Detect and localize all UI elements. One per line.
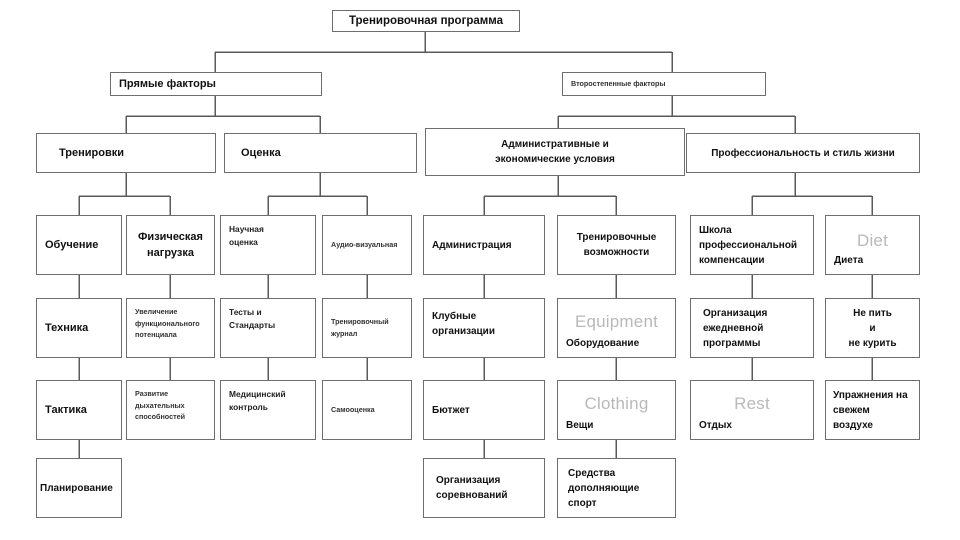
node-trainings[interactable]: Тренировки — [36, 133, 216, 173]
node-competitions-org-label: Организация соревнований — [436, 475, 508, 501]
node-diet-label: Диета — [834, 255, 864, 266]
node-sport-supplements[interactable]: Средства дополняющие спорт — [557, 458, 676, 518]
node-tactics[interactable]: Тактика — [36, 380, 122, 440]
node-breathing-dev-label: Развитие дыхательных способностей — [135, 389, 186, 422]
node-no-drink-smoke-label: Не пить и не курить — [848, 307, 897, 349]
node-diet[interactable]: Diet Диета — [825, 215, 920, 275]
node-equipment[interactable]: Equipment Оборудование — [557, 298, 676, 358]
node-equipment-ghost-label: Equipment — [574, 312, 659, 331]
node-sport-supplements-label: Средства дополняющие спорт — [568, 467, 640, 509]
node-direct-factors-label: Прямые факторы — [119, 77, 216, 90]
node-rest[interactable]: Rest Отдых — [690, 380, 814, 440]
node-trainings-label: Тренировки — [59, 146, 125, 159]
node-training-journal[interactable]: Тренировочный журнал — [322, 298, 412, 358]
node-training-journal-label: Тренировочный журнал — [331, 317, 389, 338]
node-administration[interactable]: Администрация — [423, 215, 545, 275]
node-education[interactable]: Обучение — [36, 215, 122, 275]
node-tests-standards[interactable]: Тесты и Стандарты — [220, 298, 316, 358]
node-rest-ghost-label: Rest — [734, 394, 770, 413]
node-root-label: Тренировочная программа — [348, 14, 504, 27]
node-no-drink-smoke[interactable]: Не пить и не курить — [825, 298, 920, 358]
node-clothing[interactable]: Clothing Вещи — [557, 380, 676, 440]
node-outdoor-exercise-label: Упражнения на свежем воздухе — [833, 389, 908, 431]
node-medical-control-label: Медицинский контроль — [229, 389, 286, 413]
node-tactics-label: Тактика — [45, 403, 87, 416]
node-planning[interactable]: Планирование — [36, 458, 122, 518]
node-scientific-eval-label: Научная оценка — [229, 224, 264, 248]
node-technique-label: Техника — [45, 321, 89, 334]
node-medical-control[interactable]: Медицинский контроль — [220, 380, 316, 440]
node-club-organizations-label: Клубные организации — [432, 311, 495, 337]
node-club-organizations[interactable]: Клубные организации — [423, 298, 545, 358]
node-clothing-label: Вещи — [566, 420, 594, 431]
node-functional-capacity-label: Увеличение функционального потенциала — [135, 307, 200, 340]
node-planning-label: Планирование — [40, 482, 113, 494]
node-equipment-label: Оборудование — [566, 338, 640, 349]
node-admin-economic[interactable]: Административные и экономические условия — [425, 128, 685, 176]
node-assessment-label: Оценка — [241, 146, 281, 159]
node-audio-visual[interactable]: Аудио-визуальная — [322, 215, 412, 275]
node-physical-load[interactable]: Физическая нагрузка — [126, 215, 215, 275]
node-root[interactable]: Тренировочная программа — [332, 10, 520, 32]
node-prof-school-label: Школа профессиональной компенсации — [699, 225, 798, 266]
node-rest-label: Отдых — [699, 420, 732, 431]
node-direct-factors[interactable]: Прямые факторы — [110, 72, 322, 96]
node-competitions-org[interactable]: Организация соревнований — [423, 458, 545, 518]
node-budget[interactable]: Бютжет — [423, 380, 545, 440]
node-budget-label: Бютжет — [432, 404, 470, 416]
node-technique[interactable]: Техника — [36, 298, 122, 358]
node-prof-school[interactable]: Школа профессиональной компенсации — [690, 215, 814, 275]
node-daily-program-label: Организация ежедневной программы — [703, 307, 768, 349]
node-training-facilities-label: Тренировочные возможности — [576, 232, 657, 258]
node-tests-standards-label: Тесты и Стандарты — [229, 307, 276, 331]
node-outdoor-exercise[interactable]: Упражнения на свежем воздухе — [825, 380, 920, 440]
node-self-assessment[interactable]: Самооценка — [322, 380, 412, 440]
node-professionalism[interactable]: Профессиональность и стиль жизни — [686, 133, 920, 173]
node-admin-economic-label: Административные и экономические условия — [495, 139, 615, 165]
node-assessment[interactable]: Оценка — [224, 133, 417, 173]
node-training-facilities[interactable]: Тренировочные возможности — [557, 215, 676, 275]
node-audio-visual-label: Аудио-визуальная — [331, 240, 398, 250]
node-secondary-factors[interactable]: Второстепенные факторы — [562, 72, 766, 96]
node-administration-label: Администрация — [432, 239, 512, 251]
node-education-label: Обучение — [45, 238, 99, 251]
node-breathing-dev[interactable]: Развитие дыхательных способностей — [126, 380, 215, 440]
node-secondary-factors-label: Второстепенные факторы — [571, 79, 666, 89]
node-self-assessment-label: Самооценка — [331, 405, 375, 415]
node-daily-program[interactable]: Организация ежедневной программы — [690, 298, 814, 358]
node-scientific-eval[interactable]: Научная оценка — [220, 215, 316, 275]
node-clothing-ghost-label: Clothing — [584, 394, 649, 413]
node-professionalism-label: Профессиональность и стиль жизни — [711, 147, 895, 159]
node-functional-capacity[interactable]: Увеличение функционального потенциала — [126, 298, 215, 358]
node-physical-load-label: Физическая нагрузка — [138, 230, 203, 260]
node-diet-ghost-label: Diet — [856, 231, 889, 250]
